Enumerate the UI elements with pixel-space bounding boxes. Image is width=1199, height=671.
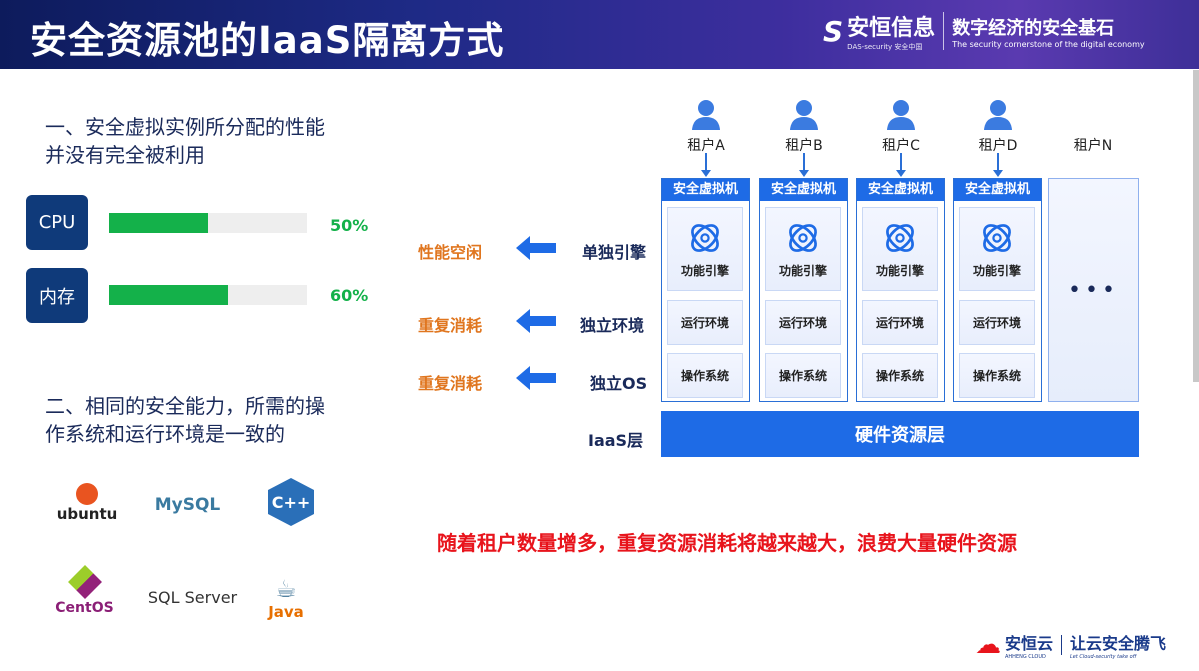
user-icon xyxy=(983,98,1013,130)
engine-box: 功能引擎 xyxy=(959,207,1035,291)
sqlserver-logo: SQL Server xyxy=(147,587,238,607)
engine-box: 功能引擎 xyxy=(765,207,841,291)
java-logo: ☕Java xyxy=(262,555,310,621)
scrollbar[interactable] xyxy=(1193,70,1199,382)
os-box: 操作系统 xyxy=(862,353,938,398)
das-logo-icon: S xyxy=(823,14,844,48)
point-1-line: 并没有完全被利用 xyxy=(45,143,205,167)
engine-icon xyxy=(691,223,719,252)
coffee-cup-icon: ☕ xyxy=(275,575,297,603)
vm-title: 安全虚拟机 xyxy=(954,179,1041,201)
vm-title: 安全虚拟机 xyxy=(760,179,847,201)
footer-brand-en: AHHENG CLOUD xyxy=(1005,654,1046,660)
memory-bar-fill xyxy=(109,285,228,305)
os-box: 操作系统 xyxy=(667,353,743,398)
brand-sub: DAS-security 安全中国 xyxy=(847,43,923,51)
centos-logo: CentOS xyxy=(52,564,117,620)
engine-icon xyxy=(886,223,914,252)
engine-icon xyxy=(789,223,817,252)
layer-label: 功能引擎 xyxy=(778,263,827,278)
os-box: 操作系统 xyxy=(959,353,1035,398)
ubuntu-logo: ubuntu xyxy=(52,478,122,528)
slogan: 数字经济的安全基石 xyxy=(952,17,1115,39)
left-arrow-icon xyxy=(516,366,556,390)
footer-slogan-en: Let Cloud-security take off xyxy=(1070,654,1137,660)
point-2-line: 作系统和运行环境是一致的 xyxy=(45,422,285,446)
cpp-logo: C++ xyxy=(268,478,314,526)
divider xyxy=(943,12,945,50)
point-2-line: 二、相同的安全能力，所需的操 xyxy=(45,394,325,418)
runtime-box: 运行环境 xyxy=(667,300,743,345)
runtime-box: 运行环境 xyxy=(862,300,938,345)
vm-title: 安全虚拟机 xyxy=(662,179,749,201)
engine-box: 功能引擎 xyxy=(667,207,743,291)
page-title: 安全资源池的IaaS隔离方式 xyxy=(30,19,505,62)
row-label: IaaS层 xyxy=(588,431,644,450)
down-arrow-icon xyxy=(799,153,809,177)
effect-label: 重复消耗 xyxy=(418,316,483,335)
cpu-percent: 50% xyxy=(330,216,369,235)
down-arrow-icon xyxy=(896,153,906,177)
user-icon xyxy=(691,98,721,130)
left-arrow-icon xyxy=(516,309,556,333)
memory-badge: 内存 xyxy=(26,268,88,323)
layer-label: 功能引擎 xyxy=(680,263,729,278)
row-label: 独立环境 xyxy=(580,316,645,335)
effect-label: 性能空闲 xyxy=(418,243,483,262)
slogan-en: The security cornerstone of the digital … xyxy=(952,39,1145,49)
os-box: 操作系统 xyxy=(765,353,841,398)
down-arrow-icon xyxy=(701,153,711,177)
vm-title: 安全虚拟机 xyxy=(857,179,944,201)
effect-label: 重复消耗 xyxy=(418,374,483,393)
hardware-layer: 硬件资源层 xyxy=(661,411,1139,457)
point-1-line: 一、安全虚拟实例所分配的性能 xyxy=(45,115,325,139)
security-vm: 安全虚拟机 功能引擎 运行环境 操作系统 xyxy=(856,178,945,402)
footer-brand: 安恒云 xyxy=(1005,634,1054,653)
layer-label: 功能引擎 xyxy=(875,263,924,278)
point-2: 二、相同的安全能力，所需的操作系统和运行环境是一致的 xyxy=(45,392,325,448)
cloud-logo-icon: ☁ xyxy=(975,630,1001,660)
row-label: 独立OS xyxy=(590,374,648,393)
runtime-box: 运行环境 xyxy=(959,300,1035,345)
brand-name: 安恒信息 xyxy=(847,16,936,41)
logo-text: Java xyxy=(268,603,304,621)
tenant-label: 租户A xyxy=(687,138,725,154)
layer-label: 功能引擎 xyxy=(972,263,1021,278)
user-icon xyxy=(789,98,819,130)
logo-text: ubuntu xyxy=(56,505,118,523)
row-label: 单独引擎 xyxy=(582,243,647,262)
conclusion-note: 随着租户数量增多，重复资源消耗将越来越大，浪费大量硬件资源 xyxy=(437,531,1017,555)
tenant-label: 租户D xyxy=(978,138,1018,154)
tenant-label: 租户C xyxy=(882,138,920,154)
point-1: 一、安全虚拟实例所分配的性能并没有完全被利用 xyxy=(45,113,325,169)
mysql-logo: MySQL xyxy=(154,495,221,515)
tenant-label: 租户N xyxy=(1073,138,1113,154)
cpu-bar-fill xyxy=(109,213,208,233)
tenant-label: 租户B xyxy=(785,138,823,154)
left-arrow-icon xyxy=(516,236,556,260)
memory-bar xyxy=(109,285,307,305)
memory-percent: 60% xyxy=(330,286,369,305)
header-banner: 安全资源池的IaaS隔离方式 S 安恒信息 DAS-security 安全中国 数… xyxy=(0,0,1199,69)
down-arrow-icon xyxy=(993,153,1003,177)
runtime-box: 运行环境 xyxy=(765,300,841,345)
security-vm: 安全虚拟机 功能引擎 运行环境 操作系统 xyxy=(953,178,1042,402)
footer-slogan: 让云安全腾飞 xyxy=(1070,634,1167,653)
security-vm: 安全虚拟机 功能引擎 运行环境 操作系统 xyxy=(759,178,848,402)
engine-box: 功能引擎 xyxy=(862,207,938,291)
security-vm: 安全虚拟机 功能引擎 运行环境 操作系统 xyxy=(661,178,750,402)
user-icon xyxy=(886,98,916,130)
logo-text: CentOS xyxy=(55,599,114,616)
cpu-bar xyxy=(109,213,307,233)
engine-icon xyxy=(983,223,1011,252)
tenant-n-placeholder: ••• xyxy=(1048,178,1139,402)
cpu-badge: CPU xyxy=(26,195,88,250)
